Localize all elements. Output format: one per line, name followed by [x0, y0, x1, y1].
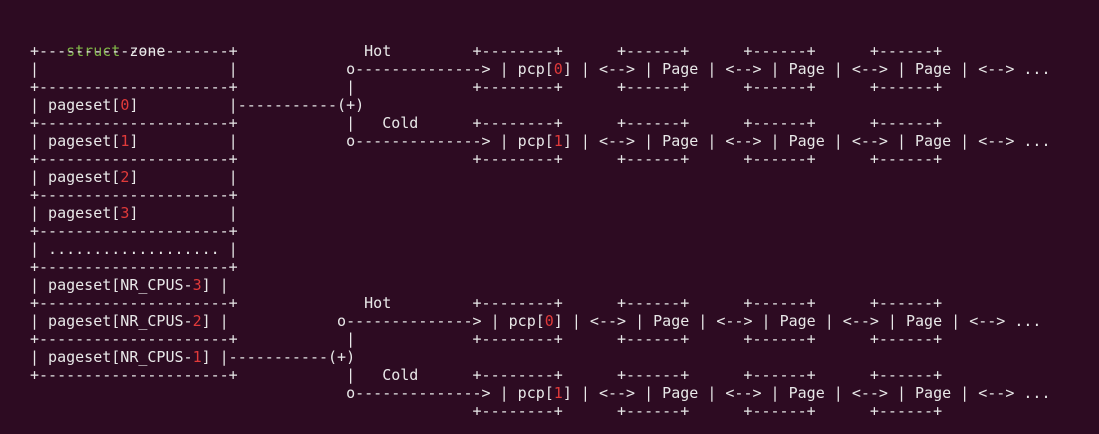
diagram-text: ] | [201, 276, 229, 294]
diagram-text: ] | <--> | Page | <--> | Page | <--> | P… [562, 384, 1051, 402]
diagram-text: ] |-----------(+) [129, 96, 365, 114]
diagram-line: +---------------------+ | Cold +--------… [30, 366, 942, 384]
diagram-text: ] | o--------------> | pcp[ [129, 132, 554, 150]
diagram-line: +---------------------+ Hot +--------+ +… [30, 42, 942, 60]
index-number: 2 [120, 168, 130, 186]
diagram-line: +---------------------+ +--------+ +----… [30, 150, 942, 168]
index-number: 1 [553, 384, 563, 402]
index-number: 0 [553, 60, 563, 78]
diagram-text: | pageset[NR_CPUS- [30, 348, 193, 366]
diagram-line: | pageset[NR_CPUS-3] | [30, 276, 229, 294]
diagram-text: ] | <--> | Page | <--> | Page | <--> | P… [553, 312, 1042, 330]
diagram-text: +---------------------+ | Cold +--------… [30, 114, 943, 132]
diagram-line: +---------------------+ | +--------+ +--… [30, 330, 942, 348]
diagram-line: | pageset[NR_CPUS-1] |-----------(+) [30, 348, 355, 366]
diagram-line: | pageset[0] |-----------(+) [30, 96, 364, 114]
diagram-line: +---------------------+ [30, 258, 238, 276]
diagram-text: ] |-----------(+) [201, 348, 356, 366]
index-number: 1 [120, 132, 130, 150]
index-number: 1 [192, 348, 202, 366]
diagram-line: +---------------------+ Hot +--------+ +… [30, 294, 942, 312]
diagram-text: | pageset[NR_CPUS- [30, 276, 193, 294]
diagram-text: | | o--------------> | pcp[ [30, 60, 554, 78]
index-number: 3 [120, 204, 130, 222]
struct-keyword: struct [66, 42, 121, 60]
diagram-line: +---------------------+ [30, 222, 238, 240]
diagram-text: +---------------------+ Hot +--------+ +… [30, 294, 943, 312]
index-number: 3 [192, 276, 202, 294]
diagram-line: | pageset[1] | o--------------> | pcp[1]… [30, 132, 1051, 150]
diagram-text: +---------------------+ | +--------+ +--… [30, 78, 943, 96]
diagram-line: | pageset[2] | [30, 168, 238, 186]
index-number: 0 [544, 312, 554, 330]
diagram-line: | | o--------------> | pcp[0] | <--> | P… [30, 60, 1051, 78]
diagram-text: +---------------------+ [30, 222, 238, 240]
diagram-text: | ................... | [30, 240, 238, 258]
diagram-text: +---------------------+ +--------+ +----… [30, 150, 943, 168]
index-number: 2 [192, 312, 202, 330]
diagram-line: +---------------------+ | +--------+ +--… [30, 78, 942, 96]
diagram-text: +---------------------+ | +--------+ +--… [30, 330, 943, 348]
index-number: 1 [553, 132, 563, 150]
diagram-line: | pageset[NR_CPUS-2] | o--------------> … [30, 312, 1041, 330]
diagram-text: | pageset[ [30, 204, 121, 222]
diagram-text: | pageset[NR_CPUS- [30, 312, 193, 330]
diagram-text: ] | [129, 204, 238, 222]
diagram-text: +---------------------+ | Cold +--------… [30, 366, 943, 384]
diagram-line: +--------+ +------+ +------+ +------+ [30, 402, 943, 420]
diagram-text: ] | <--> | Page | <--> | Page | <--> | P… [562, 132, 1051, 150]
index-number: 0 [120, 96, 130, 114]
diagram-line: +---------------------+ | Cold +--------… [30, 114, 942, 132]
diagram-title: struct zone [30, 24, 165, 60]
diagram-line: | ................... | [30, 240, 238, 258]
diagram-text: | pageset[ [30, 96, 121, 114]
diagram-line: | pageset[3] | [30, 204, 238, 222]
diagram-text: +---------------------+ Hot +--------+ +… [30, 42, 943, 60]
diagram-text: +--------+ +------+ +------+ +------+ [30, 402, 943, 420]
diagram-line: o--------------> | pcp[1] | <--> | Page … [30, 384, 1051, 402]
diagram-text: +---------------------+ [30, 186, 238, 204]
diagram-text: +---------------------+ [30, 258, 238, 276]
diagram-line: +---------------------+ [30, 186, 238, 204]
diagram-text: o--------------> | pcp[ [30, 384, 554, 402]
diagram-text: | pageset[ [30, 132, 121, 150]
struct-name: zone [120, 42, 166, 60]
diagram-text: ] | <--> | Page | <--> | Page | <--> | P… [562, 60, 1051, 78]
diagram-text: | pageset[ [30, 168, 121, 186]
diagram-text: ] | o--------------> | pcp[ [201, 312, 545, 330]
diagram-text: ] | [129, 168, 238, 186]
